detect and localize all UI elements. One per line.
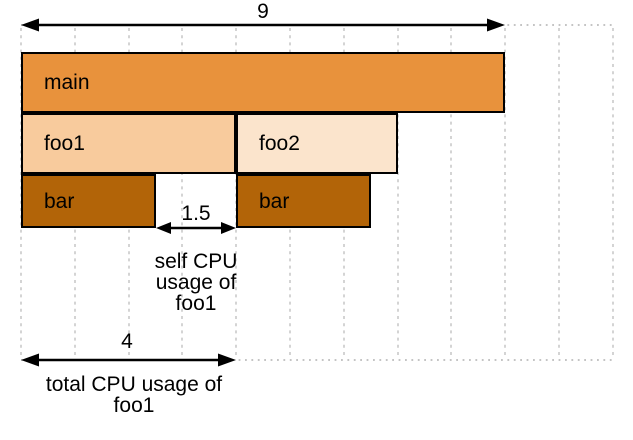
- vertical-grid-lines: [20, 28, 614, 357]
- frame-bar-under-foo2: bar: [236, 174, 371, 228]
- foo1-self-caption: self CPU usage of foo1: [154, 250, 238, 315]
- frame-bar-right-label: bar: [259, 189, 290, 213]
- frame-bar-left-label: bar: [44, 189, 75, 213]
- frame-main-label: main: [44, 71, 90, 94]
- foo1-self-value: 1.5: [181, 202, 211, 225]
- frame-foo1-label: foo1: [44, 132, 85, 155]
- foo1-total-value: 4: [121, 330, 133, 353]
- main-total-value: 9: [257, 0, 269, 23]
- foo1-total-arrow: [21, 353, 236, 367]
- frame-bar-under-foo1: bar: [21, 174, 156, 228]
- main-total-arrow: [21, 18, 505, 32]
- frame-foo1: foo1: [21, 113, 236, 174]
- foo1-total-caption: total CPU usage of foo1: [45, 373, 223, 417]
- frame-foo2-label: foo2: [259, 132, 300, 155]
- foo1-self-arrow: [156, 222, 236, 234]
- frame-main: main: [21, 52, 505, 113]
- frame-foo2: foo2: [236, 113, 398, 174]
